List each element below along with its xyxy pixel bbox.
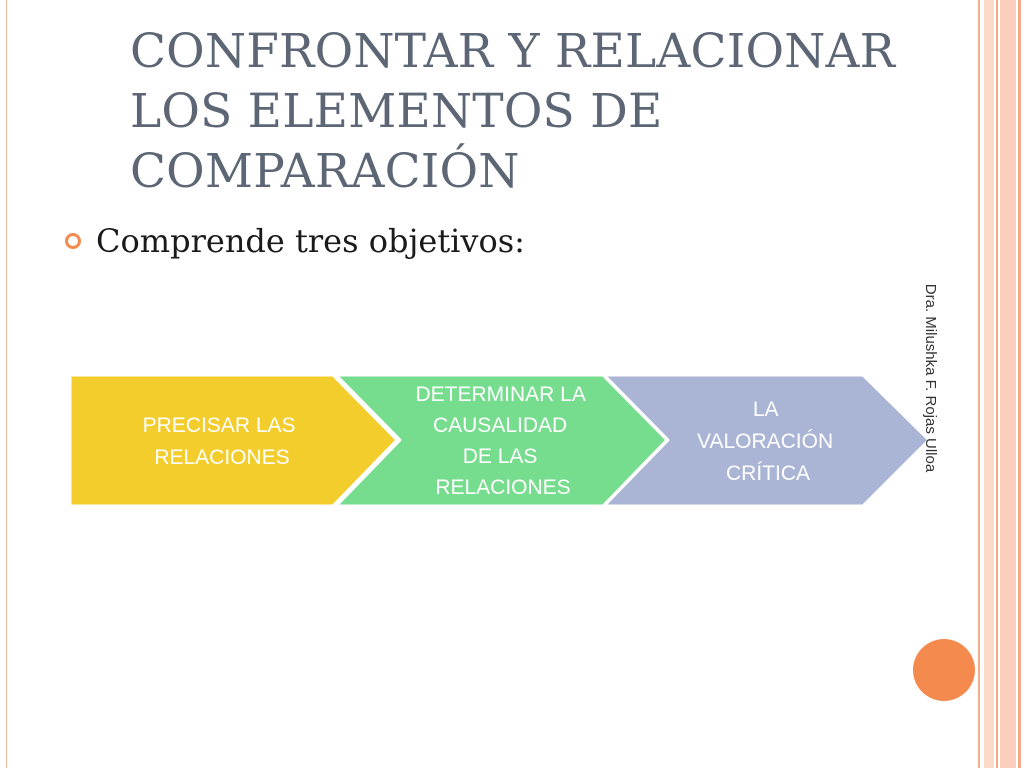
title-line: COMPARACIÓN	[130, 144, 520, 199]
decorative-orange-dot	[913, 639, 975, 701]
left-border-line	[6, 0, 7, 768]
step-3-arrow	[602, 373, 931, 508]
bullet-item: Comprende tres objetivos:	[64, 219, 525, 263]
ring-bullet-icon	[64, 232, 82, 250]
title-line: LOS ELEMENTOS DE	[130, 84, 663, 139]
step-1-arrow	[68, 373, 399, 508]
author-credit: Dra. Milushka F. Rojas Ulloa	[922, 283, 939, 473]
bullet-text: Comprende tres objetivos:	[96, 222, 525, 260]
slide-title: CONFRONTAR Y RELACIONAR LOS ELEMENTOS DE…	[130, 22, 950, 202]
title-line: CONFRONTAR Y RELACIONAR	[130, 24, 896, 79]
decorative-stripes	[978, 0, 1024, 768]
